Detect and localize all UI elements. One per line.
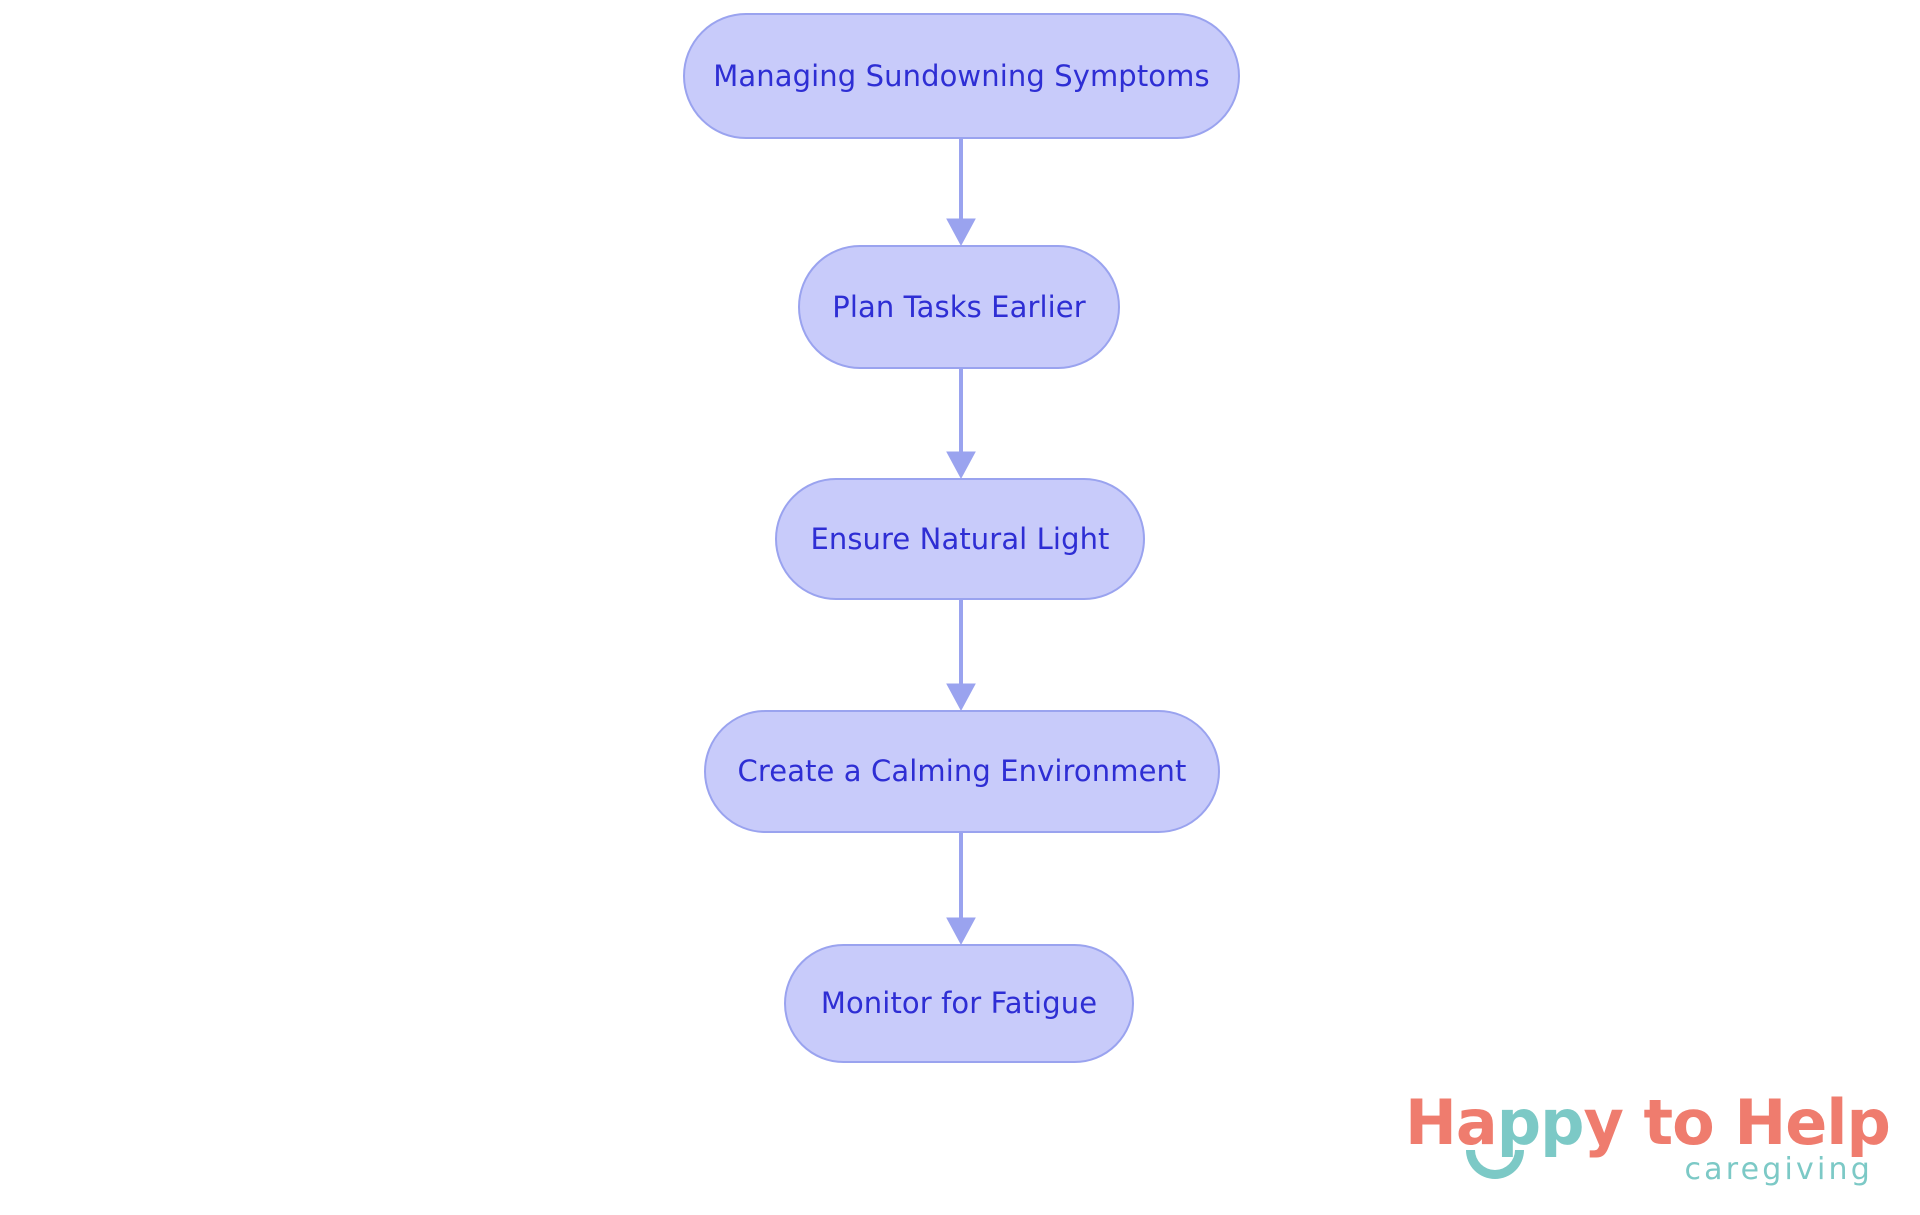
flow-node-create-a-calming-environment[interactable]: Create a Calming Environment (704, 710, 1220, 833)
brand-logo: Happy to Help caregiving (1405, 1092, 1891, 1202)
edge-n1-n2 (946, 368, 976, 480)
smile-icon (1466, 1150, 1524, 1179)
flow-node-plan-tasks-earlier[interactable]: Plan Tasks Earlier (798, 245, 1120, 369)
flow-node-monitor-for-fatigue[interactable]: Monitor for Fatigue (784, 944, 1134, 1063)
logo-word-part-1: Ha (1405, 1086, 1498, 1159)
edge-n3-n4 (946, 832, 976, 946)
logo-tagline: caregiving (1684, 1152, 1873, 1187)
flow-node-ensure-natural-light[interactable]: Ensure Natural Light (775, 478, 1145, 600)
flow-node-managing-sundowning-symptoms[interactable]: Managing Sundowning Symptoms (683, 13, 1240, 139)
logo-wordmark: Happy to Help (1405, 1092, 1891, 1154)
edge-n2-n3 (946, 599, 976, 712)
logo-word-part-2: pp (1496, 1086, 1585, 1159)
edge-n0-n1 (946, 138, 976, 247)
logo-word-part-3: y to Help (1583, 1086, 1891, 1159)
